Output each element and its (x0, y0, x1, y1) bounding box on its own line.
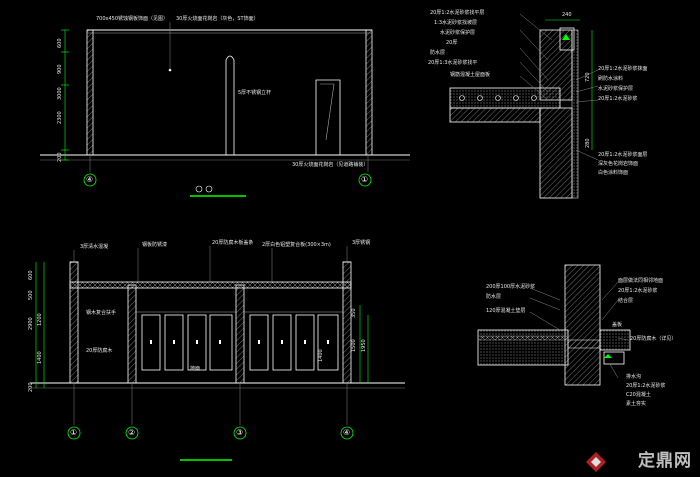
detail-br-note-b4: 素土夯实 (626, 401, 647, 407)
detail-bottom-right (477, 264, 631, 386)
dim-b-r2: 1500 (351, 339, 357, 352)
dim-b-r1: 350 (351, 308, 357, 318)
watermark: 定鼎网 (638, 446, 692, 471)
detail-tr-note-l7: 钢筋混凝土屋面板 (450, 72, 491, 78)
detail-br-callout-drain: 盖板 (612, 322, 623, 328)
axis-b-3: ③ (236, 428, 244, 437)
detail-br-note-r2: 20厚1:2水泥砂浆 (618, 288, 658, 294)
watermark-logo-icon (586, 452, 606, 472)
detail-br-note-b2: 20厚1:2水泥砂浆 (626, 383, 666, 389)
detail-tr-note-r3: 水泥砂浆保护层 (598, 86, 634, 92)
callout-wood: 20厚防腐木 (86, 348, 113, 354)
callout-panel: 700x450锈蚀钢板饰面（见图） (96, 16, 169, 22)
detail-br-note-r4: 20厚防腐木（详见） (630, 336, 677, 342)
callout-b2: 钢板防锈漆 (142, 242, 168, 248)
detail-tr-note-l1: 20厚1:2水泥砂浆找平层 (430, 10, 485, 16)
detail-br-note-b3: C20混凝土 (626, 392, 651, 398)
dim-top-1: 600 (57, 38, 63, 48)
callout-b4: 2厚白色铝塑复合板(300×3m) (262, 242, 331, 248)
detail-tr-note-r1: 20厚1:2水泥砂浆抹面 (598, 66, 648, 72)
detail-br-note-l2: 防水层 (486, 294, 502, 300)
axis-marker-4: ④ (86, 175, 94, 184)
detail-br-note-b1: 排水沟 (626, 374, 642, 380)
callout-b1: 3厚清水混凝 (80, 244, 109, 250)
axis-marker-1: ① (361, 175, 369, 184)
dim-b-r3: 1950 (361, 339, 367, 352)
dim-b-6: 200 (28, 382, 34, 392)
detail-tr-note-b1: 20厚1:2水泥砂浆面层 (598, 152, 648, 158)
watermark-text: 定鼎网 (638, 451, 692, 471)
dim-b-2: 500 (28, 290, 34, 300)
detail-tr-note-l4: 20厚 (446, 40, 458, 46)
axis-b-1: ① (70, 428, 78, 437)
dim-top-4: 2300 (57, 111, 63, 124)
dim-top-2: 900 (57, 64, 63, 74)
detail-tr-note-r4: 20厚1:2水泥砂浆 (598, 96, 638, 102)
elevation-bottom (30, 246, 405, 461)
detail-br-note-l3: 120厚混凝土垫层 (486, 308, 526, 314)
axis-b-4: ④ (343, 428, 351, 437)
dim-top-3: 3000 (57, 87, 63, 100)
callout-rod: 5厚不锈钢立杆 (238, 90, 272, 96)
dim-b-3: 2900 (28, 317, 34, 330)
callout-ground: 30厚火烧面花岗岩（见道路铺装） (292, 162, 369, 168)
detail-tr-note-l6: 20厚1:3水泥砂浆找平 (428, 60, 478, 66)
axis-b-2: ② (128, 428, 136, 437)
detail-tr-note-l3: 水泥砂浆保护层 (440, 30, 476, 36)
dim-top-5: 200 (57, 152, 63, 162)
elevation-top (40, 22, 410, 197)
detail-tr-note-l5: 防水层 (430, 50, 446, 56)
detail-tr-note-b3: 白色涂料饰面 (598, 170, 629, 176)
callout-b3: 20厚防腐木板盖条 (212, 240, 254, 246)
detail-br-note-r1: 面层做法同相邻地面 (618, 278, 664, 284)
detail-br-note-l1: 200厚100厚水泥砂浆 (486, 284, 536, 290)
detail-top-right (449, 13, 599, 199)
callout-floor: 地面 (190, 366, 201, 372)
dim-b-5: 1400 (37, 351, 43, 364)
callout-handrail: 钢木复合扶手 (86, 310, 117, 316)
detail-tr-dim-top: 240 (562, 12, 572, 18)
callout-b5: 3厚锈钢 (352, 240, 371, 246)
callout-stone: 30厚火烧面花岗岩（灰色，ST饰面） (176, 16, 259, 22)
detail-tr-dim-720: 720 (585, 72, 591, 82)
dim-b-4: 1200 (37, 313, 43, 326)
detail-tr-note-r2: 刷防水涂料 (598, 76, 624, 82)
detail-tr-dim-280: 280 (585, 138, 591, 148)
detail-tr-note-l2: 1:3水泥砂浆找坡层 (434, 20, 478, 26)
dim-b-r4: 1400 (318, 349, 324, 362)
dim-b-1: 600 (28, 270, 34, 280)
detail-tr-note-b2: 深灰色花岗岩饰面 (598, 161, 639, 167)
detail-br-note-r3: 结合层 (618, 298, 634, 304)
